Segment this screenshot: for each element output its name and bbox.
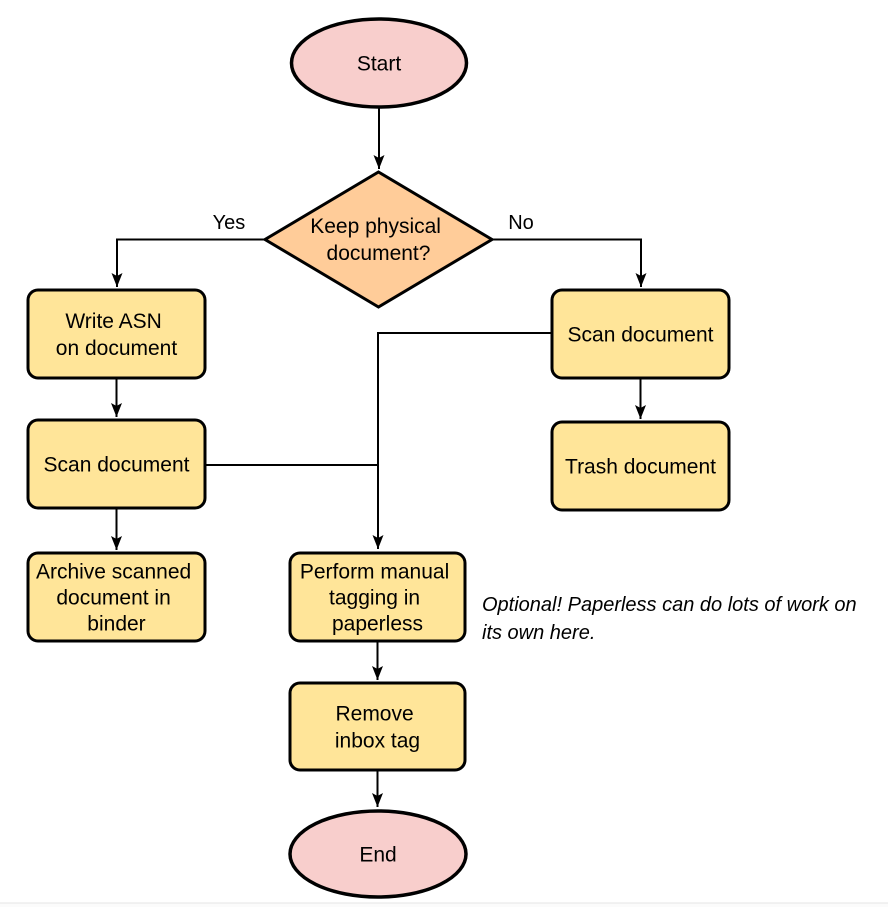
start-terminal-shape — [289, 17, 469, 109]
node-start: Start — [289, 17, 469, 109]
node-manual-tagging: Perform manual tagging in paperless — [288, 551, 467, 643]
annotation-optional-note: Optional! Paperless can do lots of work … — [482, 594, 862, 644]
write-asn-shape — [26, 288, 207, 380]
remove-inbox-shape — [288, 681, 467, 772]
trash-label: Trash document — [565, 456, 716, 479]
start-label: Start — [357, 53, 402, 76]
node-scan-document-left: Scan document — [26, 418, 207, 510]
manual-tagging-shape — [288, 551, 467, 643]
node-remove-inbox-tag: Remove inbox tag — [288, 681, 467, 772]
edge-decision-yes-to-write-asn — [111, 238, 266, 287]
decision-label: Keep physical document? — [310, 215, 447, 265]
scan-left-label: Scan document — [44, 454, 190, 477]
edge-label-no: No — [508, 212, 534, 234]
end-terminal-shape — [288, 809, 468, 899]
trash-shape — [550, 420, 731, 512]
scan-left-shape — [26, 418, 207, 510]
node-end: End — [288, 809, 468, 899]
node-scan-document-right: Scan document — [550, 288, 731, 380]
remove-inbox-label: Remove inbox tag — [335, 703, 420, 753]
manual-tagging-label: Perform manual tagging in paperless — [300, 561, 455, 636]
write-asn-label: Write ASN on document — [56, 310, 178, 360]
edge-decision-no-to-scan-right — [491, 238, 647, 287]
archive-shape — [26, 551, 207, 643]
scan-right-label: Scan document — [568, 324, 714, 347]
edge-label-yes: Yes — [213, 212, 246, 234]
node-trash-document: Trash document — [550, 420, 731, 512]
end-label: End — [359, 844, 396, 867]
edge-scan-right-to-tagging — [372, 332, 552, 549]
node-archive-in-binder: Archive scanned document in binder — [26, 551, 207, 643]
archive-label: Archive scanned document in binder — [36, 561, 197, 636]
window-bottom-edge — [0, 902, 888, 907]
scan-right-shape — [550, 288, 731, 380]
node-write-asn: Write ASN on document — [26, 288, 207, 380]
node-decision-keep-physical: Keep physical document? — [262, 170, 495, 309]
decision-diamond-shape — [262, 170, 495, 309]
